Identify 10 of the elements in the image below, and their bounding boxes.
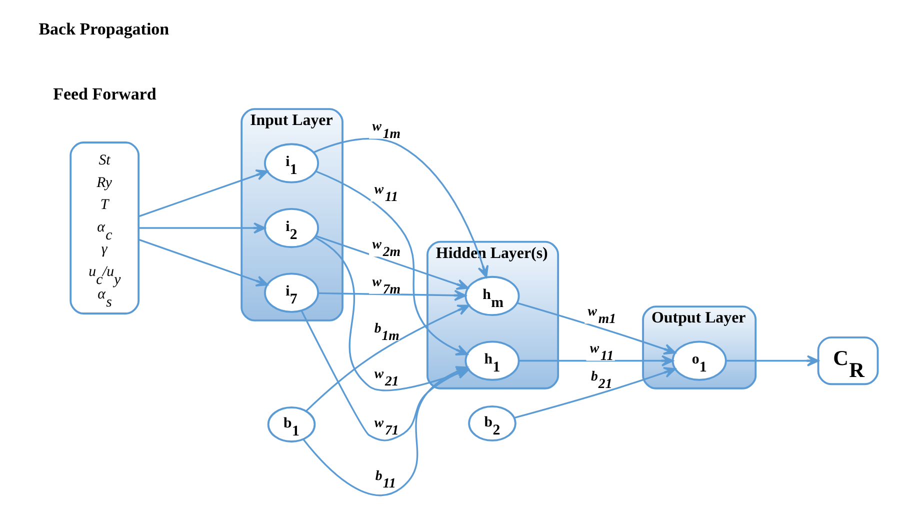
arrow bbox=[138, 170, 268, 218]
arrow bbox=[138, 238, 268, 287]
arrow bbox=[318, 290, 466, 302]
arrow bbox=[518, 355, 674, 366]
arrow bbox=[138, 222, 266, 234]
arrow bbox=[725, 355, 819, 366]
arrow bbox=[314, 170, 468, 356]
label: Back Propagation bbox=[38, 20, 169, 39]
label: Feed Forward bbox=[52, 84, 156, 104]
arrow bbox=[312, 138, 488, 278]
